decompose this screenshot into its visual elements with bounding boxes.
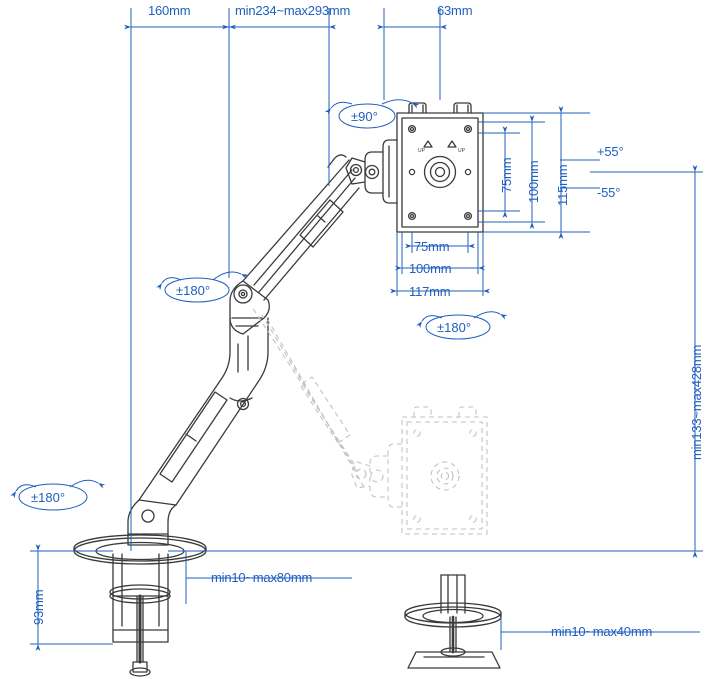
tilt-label-minus: -55° [597, 185, 621, 200]
dim-vesa-v-100: 100mm [526, 160, 541, 203]
dim-top-63: 63mm [437, 3, 473, 18]
rotation-label-90: ±90° [351, 109, 378, 124]
dim-clamp-range: min10~max80mm [211, 570, 313, 585]
svg-text:UP: UP [418, 148, 426, 154]
dim-height-range: min133~max428mm [689, 344, 704, 460]
dim-top-160: 160mm [148, 3, 191, 18]
dim-vesa-h-100: 100mm [409, 261, 452, 276]
dim-vesa-h-75: 75mm [414, 239, 450, 254]
dim-vesa-v-75: 75mm [499, 157, 514, 193]
rotation-label-plate: ±180° [437, 320, 472, 335]
dim-vesa-h-117: 117mm [409, 284, 451, 299]
rotation-label-base: ±180° [31, 490, 66, 505]
tilt-label-plus: +55° [597, 144, 624, 159]
svg-text:UP: UP [458, 148, 466, 154]
dim-clamp-height: 93mm [31, 589, 46, 625]
dim-grommet-range: min10~max40mm [551, 624, 653, 639]
dim-vesa-v-115: 115mm [555, 164, 570, 206]
rotation-label-elbow: ±180° [176, 283, 211, 298]
dim-top-extension: min234~max293mm [235, 3, 351, 18]
